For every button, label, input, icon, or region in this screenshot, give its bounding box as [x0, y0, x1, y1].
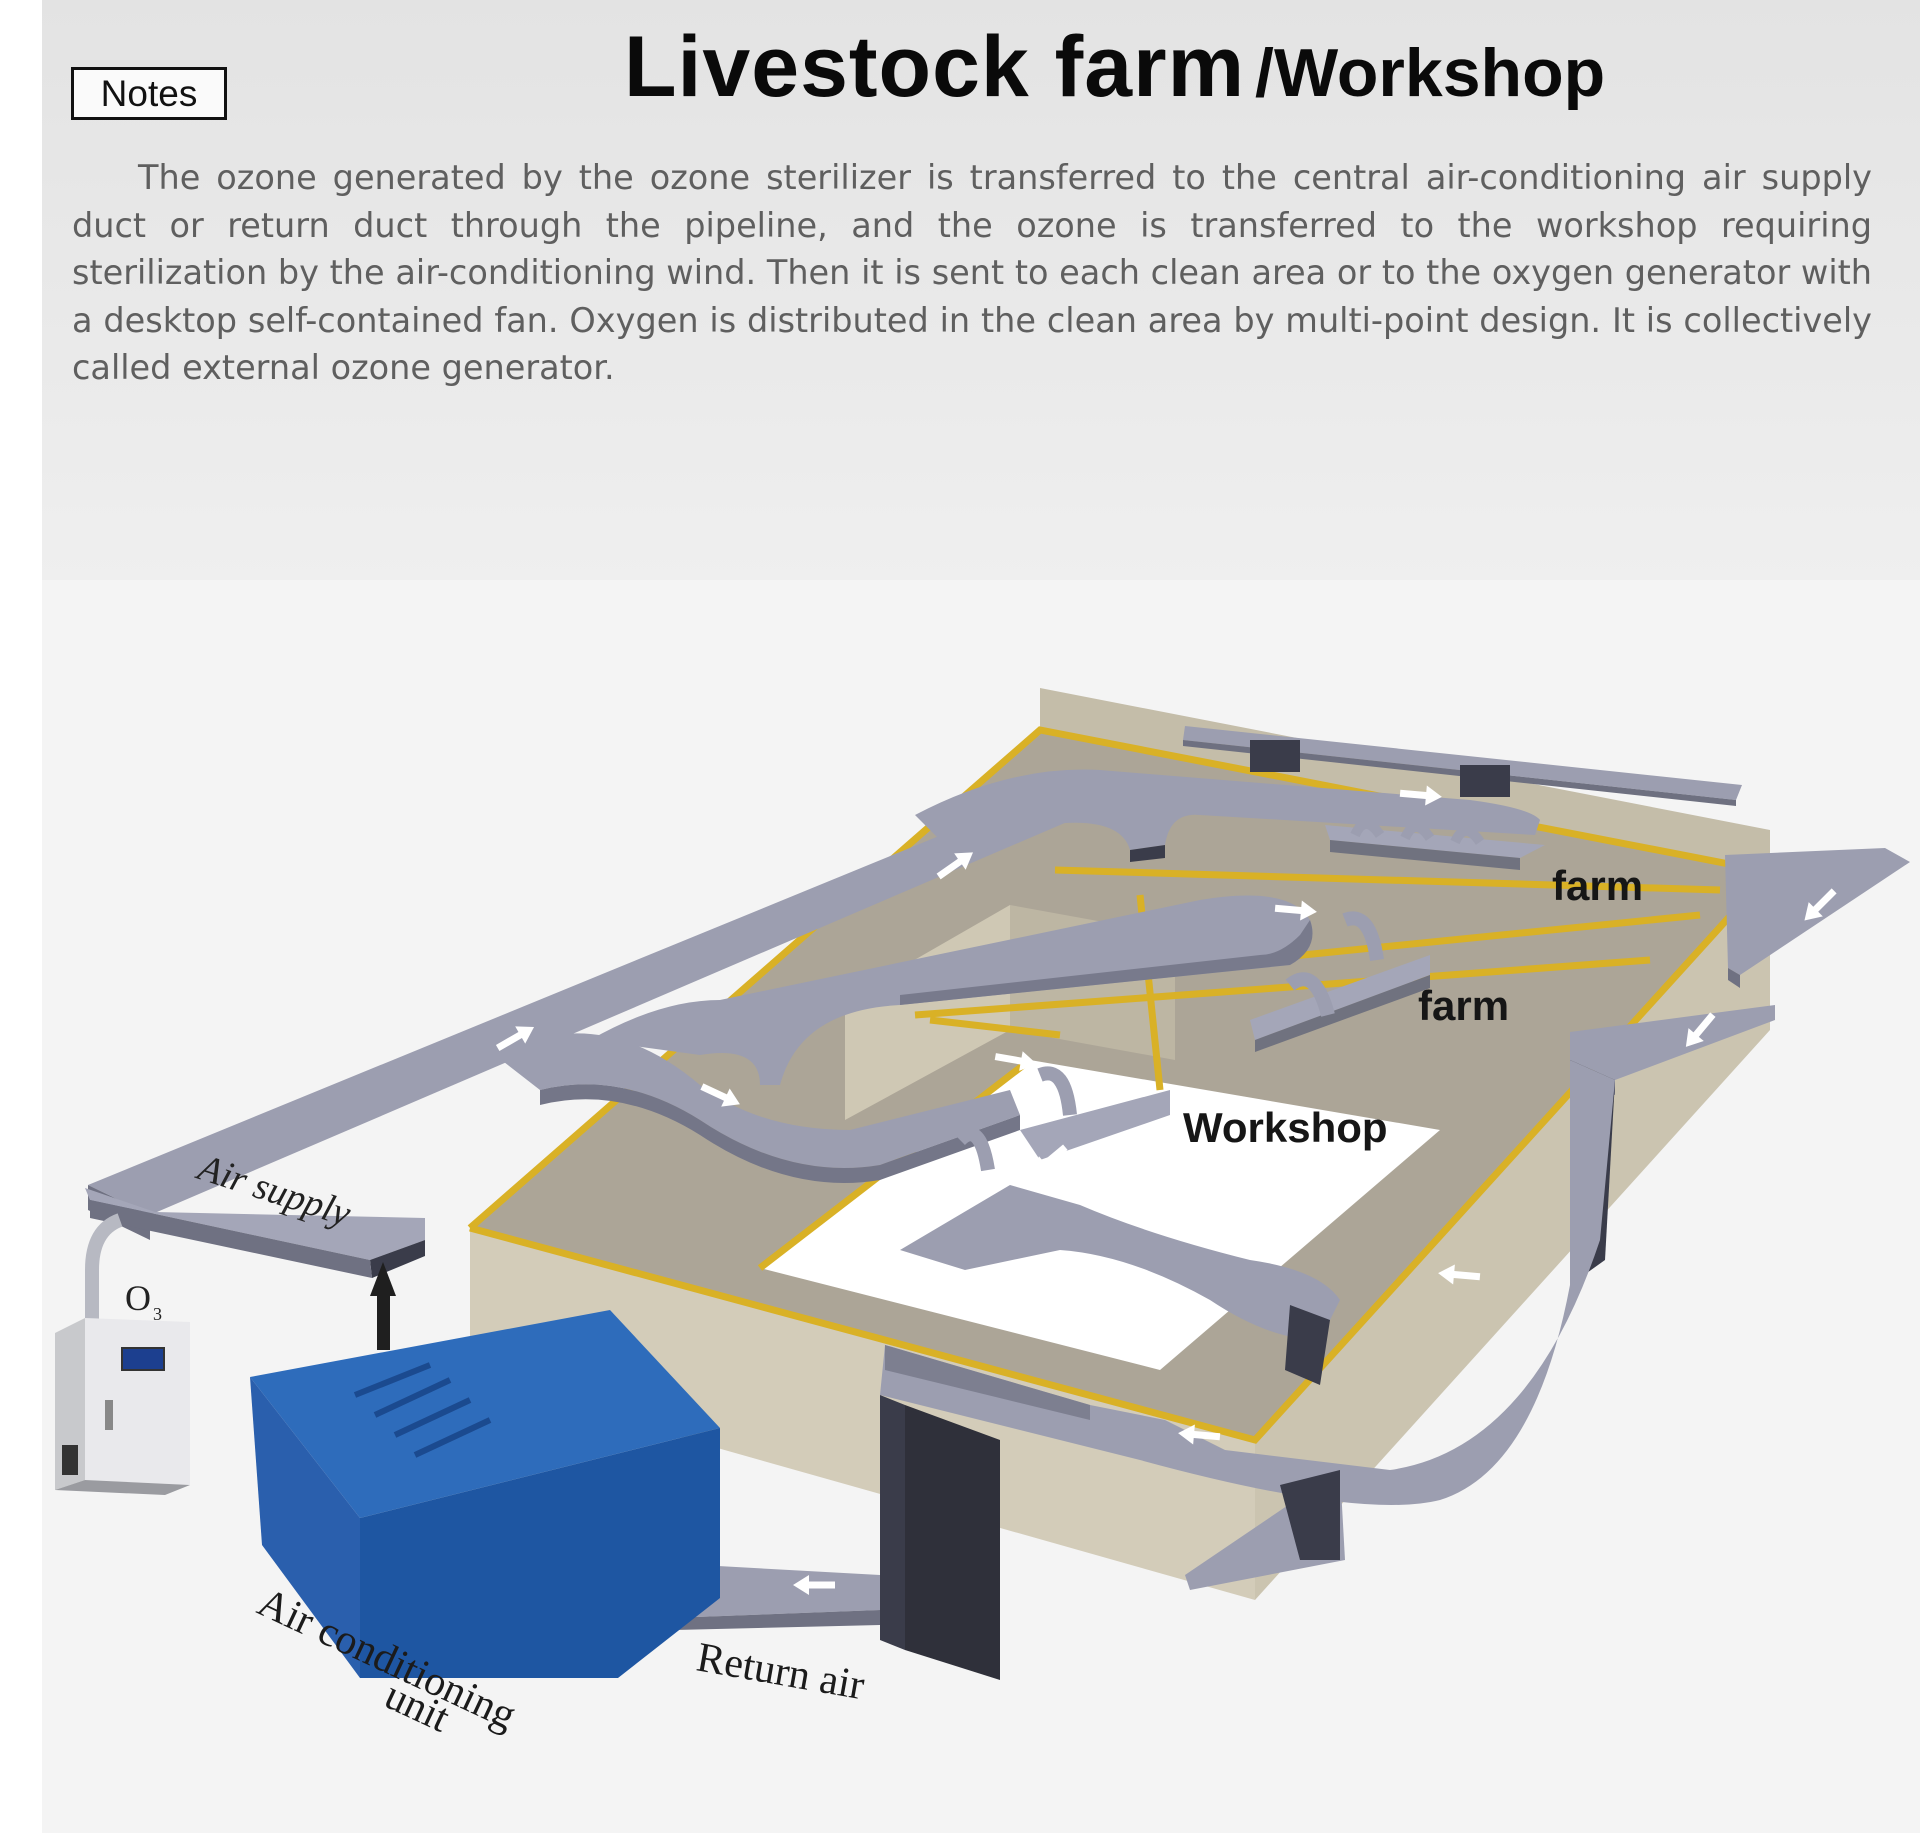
label-return-air: Return air [693, 1635, 868, 1710]
supply-duct [85, 769, 1540, 1278]
description-text: The ozone generated by the ozone sterili… [72, 158, 1872, 387]
label-farm-middle: farm [1418, 982, 1509, 1029]
front-wall [470, 1228, 1255, 1600]
title-sub: /Workshop [1255, 35, 1606, 111]
notes-badge: Notes [71, 67, 227, 120]
label-farm-top: farm [1552, 862, 1643, 909]
page-title: Livestock farm/Workshop [624, 18, 1605, 117]
diffusers [955, 819, 1545, 1172]
label-workshop: Workshop [1183, 1104, 1388, 1151]
label-ozone: O [125, 1278, 151, 1318]
up-arrow-icon [370, 1262, 396, 1350]
left-margin-strip [0, 0, 42, 1833]
top-ceiling-vent [1183, 726, 1742, 806]
label-ozone-subscript: 3 [153, 1304, 162, 1324]
air-conditioning-unit [250, 1310, 720, 1678]
notes-panel [42, 0, 1920, 580]
title-main: Livestock farm [624, 19, 1246, 115]
ozone-generator-icon [55, 1213, 190, 1495]
